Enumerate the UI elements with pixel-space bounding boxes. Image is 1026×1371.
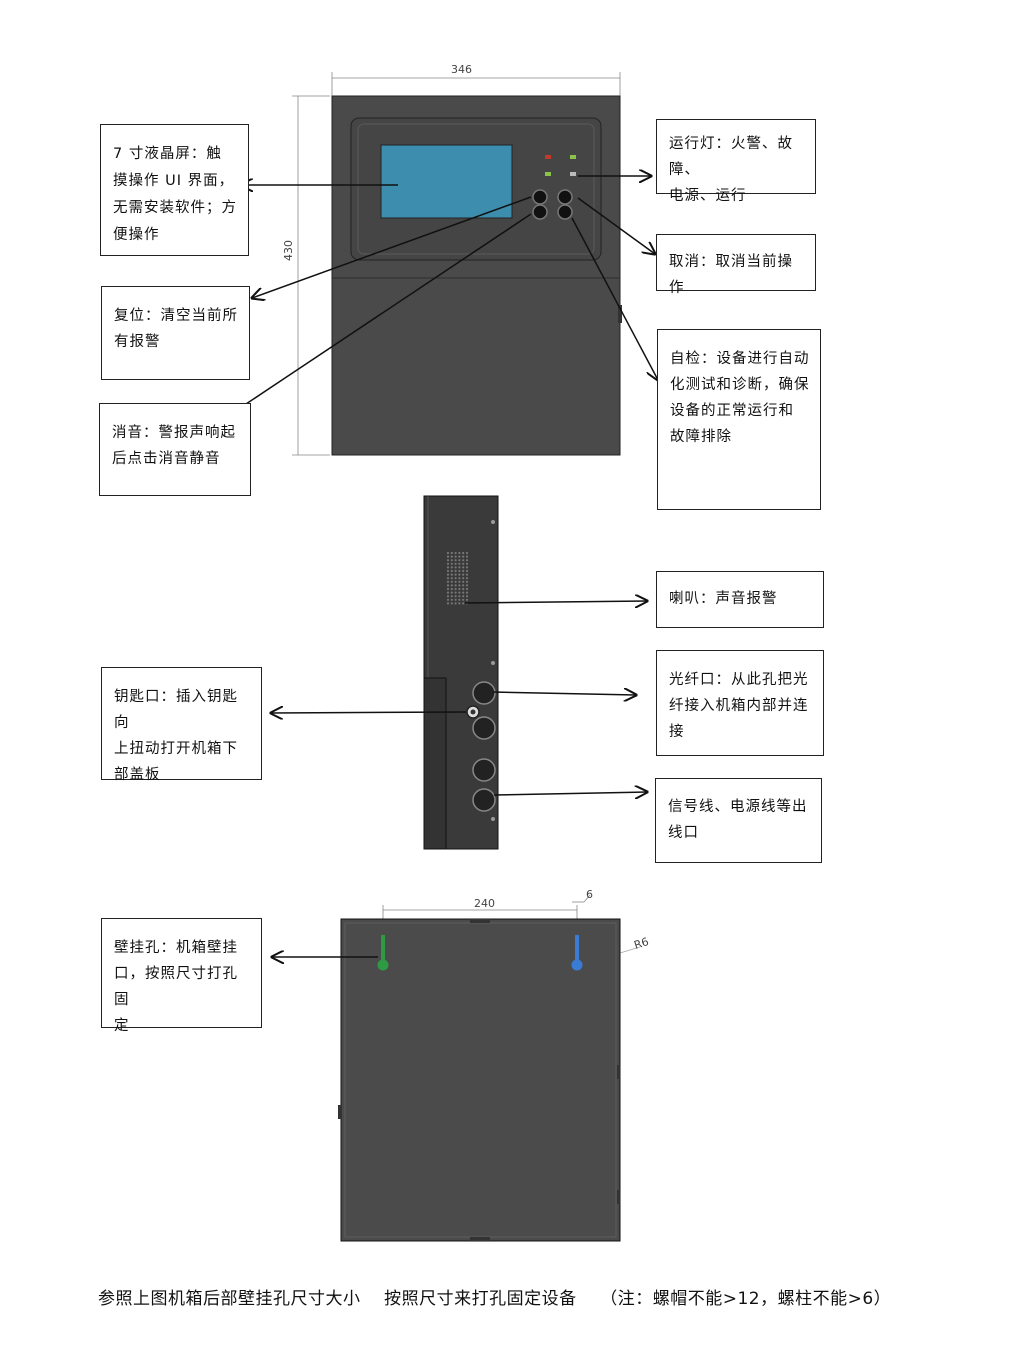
- callout-reset: 复位：清空当前所 有报警: [101, 286, 250, 380]
- callout-lcd: 7 寸液晶屏：触 摸操作 UI 界面， 无需安装软件；方 便操作: [100, 124, 249, 256]
- speaker-grille: [446, 551, 469, 605]
- side-view: [423, 495, 499, 850]
- front-view: [292, 72, 622, 456]
- mute-button-front: [557, 204, 573, 220]
- rear-view: [338, 894, 641, 1242]
- callout-wall-hole: 壁挂孔：机箱壁挂 口，按照尺寸打孔固 定: [101, 918, 262, 1034]
- front-height-dim: 430: [282, 240, 295, 261]
- key-hole: [466, 705, 480, 719]
- callout-run-light: 运行灯：火警、故障、 电源、运行: [656, 119, 816, 204]
- hole-diameter-dim: 6: [586, 888, 593, 901]
- footer-note: 参照上图机箱后部壁挂孔尺寸大小 按照尺寸来打孔固定设备 （注：螺帽不能>12，螺…: [98, 1289, 892, 1309]
- led-green-1: [570, 155, 576, 159]
- led-green-2: [545, 172, 551, 176]
- cable-port: [472, 788, 496, 812]
- fiber-port: [472, 681, 496, 705]
- callout-mute: 消音：警报声响起 后点击消音静音: [99, 403, 251, 496]
- front-housing: [331, 95, 621, 456]
- led-grey: [570, 172, 576, 176]
- hole-spacing-dim: 240: [474, 897, 495, 910]
- reset-button-front: [532, 204, 548, 220]
- wall-hole-right: [571, 959, 583, 971]
- selftest-button-front: [532, 189, 548, 205]
- callout-selftest: 自检：设备进行自动 化测试和诊断，确保 设备的正常运行和 故障排除: [657, 329, 821, 510]
- front-width-dim: 346: [451, 63, 472, 76]
- cancel-button-front: [557, 189, 573, 205]
- led-red: [545, 155, 551, 159]
- hole-radius-dim: R6: [632, 935, 651, 952]
- callout-signal: 信号线、电源线等出 线口: [655, 778, 822, 863]
- callout-key: 钥匙口：插入钥匙向 上扭动打开机箱下 部盖板: [101, 667, 262, 783]
- lcd-screen: [380, 144, 513, 219]
- callout-fiber: 光纤口：从此孔把光 纤接入机箱内部并连 接: [656, 650, 824, 756]
- leader-arrows: [241, 176, 658, 957]
- wall-hole-left: [377, 959, 389, 971]
- callout-cancel: 取消：取消当前操作: [656, 234, 816, 296]
- callout-speaker: 喇叭：声音报警: [656, 571, 824, 628]
